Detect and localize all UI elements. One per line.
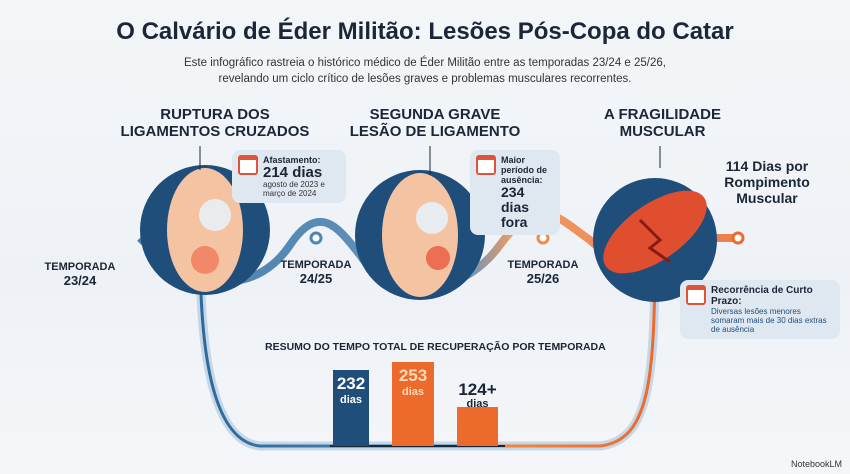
season-value: 24/25 bbox=[299, 271, 333, 286]
heading-line: MUSCULAR bbox=[619, 123, 706, 140]
callout-label: Afastamento: bbox=[263, 155, 321, 165]
note-line: Muscular bbox=[736, 190, 798, 206]
node-end bbox=[731, 231, 745, 245]
season-label: TEMPORADA bbox=[507, 259, 579, 271]
note-line: 114 Dias por bbox=[725, 158, 809, 174]
calendar-clock-icon bbox=[686, 285, 706, 305]
notebooklm-brand: NotebookLM bbox=[790, 459, 842, 469]
callout-detail: Diversas lesões menores somaram mais de … bbox=[711, 307, 827, 334]
callout-detail: março de 2024 bbox=[263, 189, 317, 198]
callout-value: 214 dias bbox=[263, 164, 323, 181]
season-value: 23/24 bbox=[63, 273, 97, 288]
callout-stage-3: Recorrência de Curto Prazo: Diversas les… bbox=[680, 280, 840, 339]
callout-value: 234 dias fora bbox=[501, 184, 530, 230]
bar-unit: dias bbox=[401, 386, 424, 398]
summary-bar-23-24: 232 dias bbox=[333, 370, 369, 446]
heading-line: SEGUNDA GRAVE bbox=[369, 106, 501, 123]
summary-bar-24-25: 253 dias bbox=[392, 362, 434, 446]
season-label: TEMPORADA bbox=[280, 259, 352, 271]
note-line: Rompimento bbox=[724, 174, 810, 190]
heading-line: LESÃO DE LIGAMENTO bbox=[349, 123, 521, 140]
subtitle-line: revelando um ciclo crítico de lesões gra… bbox=[218, 73, 632, 85]
illustration-knee-2 bbox=[355, 170, 485, 300]
stage-2-heading: SEGUNDA GRAVE LESÃO DE LIGAMENTO bbox=[335, 106, 535, 140]
heading-line: RUPTURA DOS bbox=[160, 106, 270, 123]
callout-stage-1: Afastamento: 214 dias agosto de 2023 e m… bbox=[232, 150, 346, 203]
heading-line: A FRAGILIDADE bbox=[604, 106, 721, 123]
bar-3-label: 124+ dias bbox=[455, 381, 500, 410]
stage-3-note: 114 Dias por Rompimento Muscular bbox=[712, 158, 822, 206]
stage-1-heading: RUPTURA DOS LIGAMENTOS CRUZADOS bbox=[110, 106, 320, 140]
calendar-icon bbox=[476, 155, 496, 175]
season-label: TEMPORADA bbox=[44, 261, 116, 273]
heading-line: LIGAMENTOS CRUZADOS bbox=[120, 123, 310, 140]
callout-stage-2: Maior período de ausência: 234 dias fora bbox=[470, 150, 560, 235]
callout-label: Recorrência de Curto Prazo: bbox=[711, 285, 813, 307]
bar-unit: dias bbox=[339, 394, 362, 406]
illustration-muscle bbox=[593, 178, 717, 302]
stage-3-heading: A FRAGILIDADE MUSCULAR bbox=[595, 106, 730, 140]
calendar-medical-icon bbox=[238, 155, 258, 175]
bar-value: 232 bbox=[336, 374, 366, 393]
bar-value: 253 bbox=[398, 366, 428, 385]
callout-label: Maior período de ausência: bbox=[501, 155, 548, 185]
node-24-25 bbox=[309, 231, 323, 245]
subtitle-line: Este infográfico rastreia o histórico mé… bbox=[184, 57, 666, 69]
summary-bar-25-26 bbox=[457, 407, 498, 446]
summary-title: RESUMO DO TEMPO TOTAL DE RECUPERAÇÃO POR… bbox=[265, 341, 606, 353]
season-value: 25/26 bbox=[526, 271, 560, 286]
subtitle: Este infográfico rastreia o histórico mé… bbox=[150, 55, 700, 87]
bar-value: 124+ bbox=[458, 380, 497, 399]
callout-detail: agosto de 2023 e bbox=[263, 180, 325, 189]
page-title: O Calvário de Éder Militão: Lesões Pós-C… bbox=[116, 18, 734, 45]
